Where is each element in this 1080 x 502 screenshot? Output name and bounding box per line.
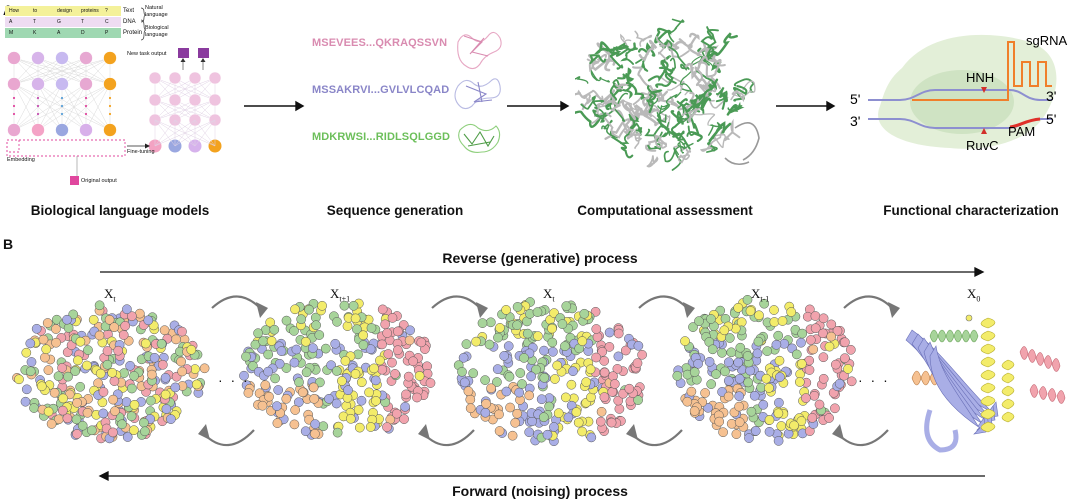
network-node bbox=[55, 123, 69, 137]
network-node bbox=[148, 71, 162, 85]
token-row: M K A D P Protein bbox=[5, 28, 142, 38]
original-output-label: Original output bbox=[81, 178, 117, 184]
network-node bbox=[79, 123, 93, 137]
caption-biological-language-models: Biological language models bbox=[30, 203, 210, 218]
network-node bbox=[55, 77, 69, 91]
mini-protein-structures bbox=[454, 31, 502, 153]
network-node bbox=[168, 93, 182, 107]
cycle-arrow-bottom bbox=[837, 429, 889, 447]
token: K bbox=[33, 30, 37, 36]
ellipsis-1: · · · bbox=[218, 372, 250, 388]
caption-sequence-generation: Sequence generation bbox=[326, 203, 464, 218]
panel-b-letter: B bbox=[3, 236, 14, 252]
forward-process-label: Forward (noising) process bbox=[452, 483, 628, 499]
token-row: A T G T C DNA bbox=[5, 17, 136, 27]
network-node bbox=[7, 51, 21, 65]
network-node bbox=[168, 71, 182, 85]
token: ? bbox=[105, 8, 108, 14]
token: C bbox=[105, 19, 109, 25]
structure-cloud bbox=[12, 300, 210, 444]
stage-label-5: X0 bbox=[967, 286, 981, 304]
token: G bbox=[57, 19, 61, 25]
natural-language-label: Natural language bbox=[145, 5, 168, 18]
token: D bbox=[81, 30, 85, 36]
token: design bbox=[57, 8, 72, 14]
token: P bbox=[105, 30, 109, 36]
network-node bbox=[79, 77, 93, 91]
token: A bbox=[57, 30, 61, 36]
network-node bbox=[55, 51, 69, 65]
stage-label-1: Xt bbox=[104, 286, 116, 304]
network-node bbox=[31, 77, 45, 91]
cycle-arrow-top bbox=[431, 295, 483, 311]
token: proteins bbox=[81, 8, 99, 14]
crispr-diagram: 5' 3' 3' 5' HNH RuvC PAM sgRNA bbox=[850, 33, 1068, 153]
cycle-arrow-bottom bbox=[423, 429, 475, 447]
protein-ribbon bbox=[905, 314, 1066, 453]
stage-label-4: Xt-1 bbox=[751, 286, 770, 304]
biological-language-label: Biological language bbox=[145, 25, 169, 38]
sequence-1: MSEVEES...QKRAQSSVN bbox=[312, 37, 448, 49]
protein-structure-overlay bbox=[575, 18, 760, 171]
new-task-output-label: New task output bbox=[127, 51, 167, 57]
fine-tuning-label: Fine-tuning bbox=[127, 149, 155, 155]
network-diagram bbox=[6, 7, 222, 185]
token: A bbox=[9, 19, 13, 25]
stage-label-3: Xt bbox=[543, 286, 555, 304]
cycle-arrow-top bbox=[211, 295, 263, 311]
structure-cloud bbox=[239, 298, 436, 440]
structure-cloud bbox=[672, 294, 857, 446]
reverse-process-label: Reverse (generative) process bbox=[442, 250, 638, 266]
three-prime-top-label: 3' bbox=[1046, 88, 1056, 104]
stage-label-2: Xt+1 bbox=[330, 286, 351, 304]
token: T bbox=[33, 19, 37, 25]
hnh-label: HNH bbox=[966, 70, 994, 85]
structure-cloud bbox=[453, 297, 647, 447]
network-node bbox=[103, 77, 117, 91]
cycle-arrow-top bbox=[843, 295, 895, 311]
caption-functional-characterization: Functional characterization bbox=[883, 203, 1059, 218]
sequence-3: MDKRWSI...RIDLSQLGGD bbox=[312, 131, 451, 143]
network-node bbox=[31, 123, 45, 137]
network-node bbox=[103, 123, 117, 137]
network-node bbox=[148, 93, 162, 107]
five-prime-bottom-label: 5' bbox=[1046, 111, 1056, 127]
five-prime-top-label: 5' bbox=[850, 91, 860, 107]
cycle-arrow-top bbox=[638, 295, 690, 311]
network-node bbox=[188, 93, 202, 107]
sgrna-label: sgRNA bbox=[1026, 33, 1068, 48]
sequence-2: MSSAKRVI...GVLVLCQAD bbox=[312, 84, 450, 96]
three-prime-bottom-label: 3' bbox=[850, 113, 860, 129]
ellipsis-2: · · · bbox=[858, 372, 890, 388]
token: How bbox=[9, 8, 20, 14]
pam-label: PAM bbox=[1008, 124, 1035, 139]
network-node bbox=[79, 51, 93, 65]
embedding-label: Embedding bbox=[7, 157, 35, 163]
network-node bbox=[7, 77, 21, 91]
network-node bbox=[208, 71, 222, 85]
network-node bbox=[31, 51, 45, 65]
cycle-arrow-bottom bbox=[203, 429, 255, 447]
network-node bbox=[7, 123, 21, 137]
cycle-arrow-bottom bbox=[631, 429, 683, 447]
network-node bbox=[103, 51, 117, 65]
network-node bbox=[188, 71, 202, 85]
token-row-tag: Protein bbox=[123, 30, 143, 36]
network-node bbox=[208, 93, 222, 107]
token: to bbox=[33, 8, 38, 14]
caption-computational-assessment: Computational assessment bbox=[577, 203, 753, 218]
token-row: How to design proteins? Text bbox=[5, 6, 134, 16]
token: T bbox=[81, 19, 85, 25]
ruvc-label: RuvC bbox=[966, 138, 999, 153]
token-row-tag: Text bbox=[123, 8, 135, 14]
token-row-tag: DNA bbox=[123, 19, 136, 25]
token: M bbox=[9, 30, 14, 36]
